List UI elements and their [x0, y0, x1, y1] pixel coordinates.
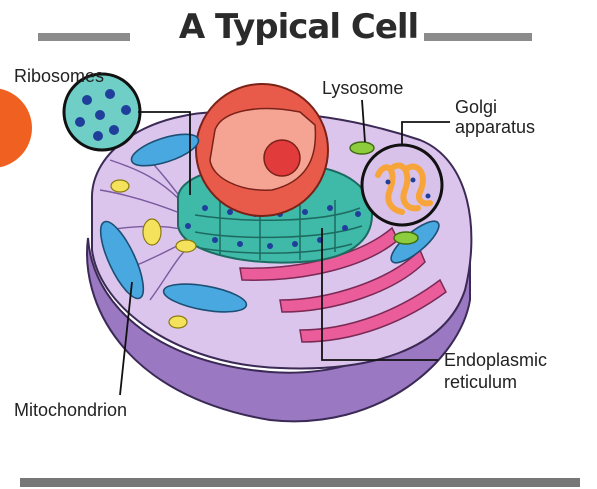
label-ribosomes: Ribosomes	[14, 66, 104, 86]
page-title: A Typical Cell	[0, 2, 597, 52]
label-golgi-1: Golgi	[455, 97, 497, 117]
label-er-1: Endoplasmic	[444, 350, 547, 370]
label-golgi-2: apparatus	[455, 117, 535, 137]
side-orange-circle	[0, 88, 32, 168]
bottom-rule	[20, 478, 580, 487]
label-mitochondrion: Mitochondrion	[14, 400, 127, 420]
nucleolus	[264, 140, 300, 176]
label-er-2: reticulum	[444, 372, 517, 392]
label-lysosome: Lysosome	[322, 78, 403, 98]
